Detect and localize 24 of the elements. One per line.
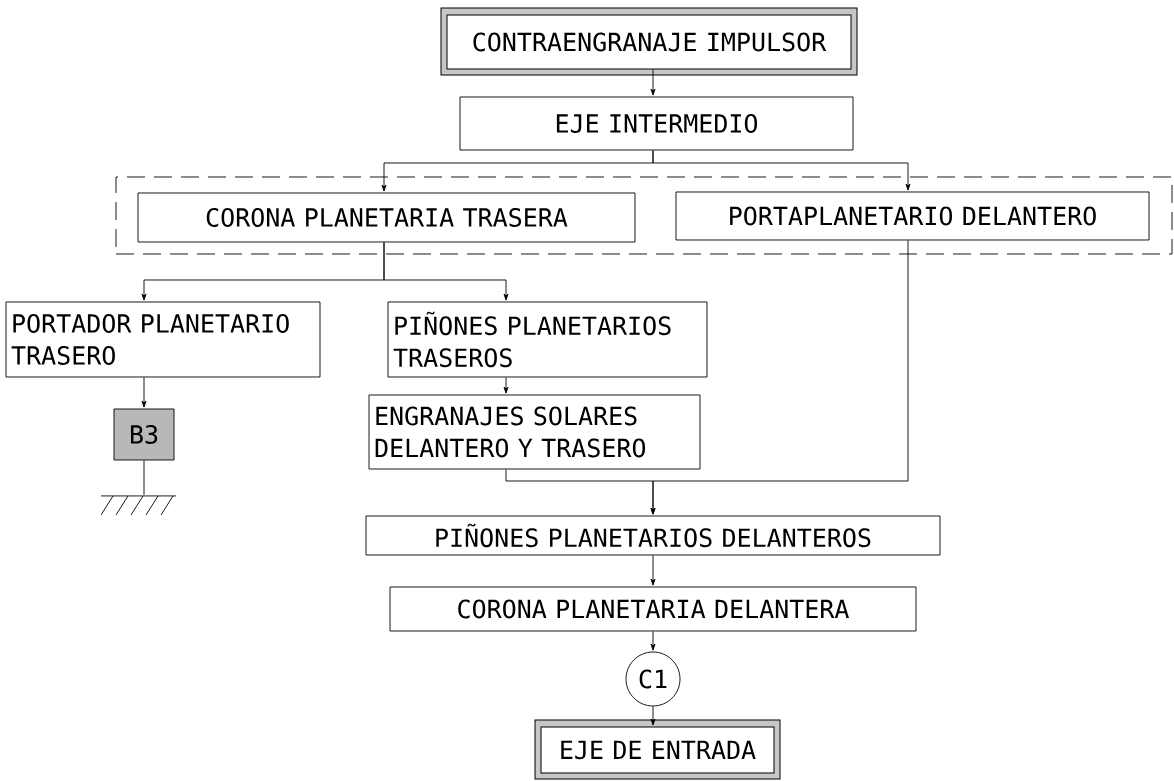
arrow xyxy=(652,150,911,191)
arrow xyxy=(650,240,909,515)
component-box: PIÑONES PLANETARIOS TRASEROS xyxy=(387,301,708,378)
arrow xyxy=(650,706,656,726)
dashed-group-box xyxy=(115,176,1173,255)
connector-line xyxy=(143,460,145,496)
shaded-box: B3 xyxy=(113,408,175,461)
component-box: EJE INTERMEDIO xyxy=(459,96,854,151)
circle-node: C1 xyxy=(625,651,681,707)
component-box: PORTAPLANETARIO DELANTERO xyxy=(675,191,1150,241)
arrow xyxy=(650,555,656,586)
component-box: ENGRANAJES SOLARES DELANTERO Y TRASERO xyxy=(368,394,701,470)
component-box: PIÑONES PLANETARIOS DELANTEROS xyxy=(365,515,941,556)
double-frame-box: CONTRAENGRANAJE IMPULSOR xyxy=(440,7,858,76)
component-box: PORTADOR PLANETARIO TRASERO xyxy=(5,301,321,378)
component-box: CORONA PLANETARIA TRASERA xyxy=(137,192,636,243)
component-box: CORONA PLANETARIA DELANTERA xyxy=(389,586,917,632)
double-frame-box: EJE DE ENTRADA xyxy=(534,719,781,780)
arrow xyxy=(650,69,656,96)
ground-symbol xyxy=(101,495,176,515)
arrow xyxy=(503,377,509,394)
arrow xyxy=(141,377,147,408)
arrow xyxy=(650,631,656,651)
arrow xyxy=(383,242,509,301)
